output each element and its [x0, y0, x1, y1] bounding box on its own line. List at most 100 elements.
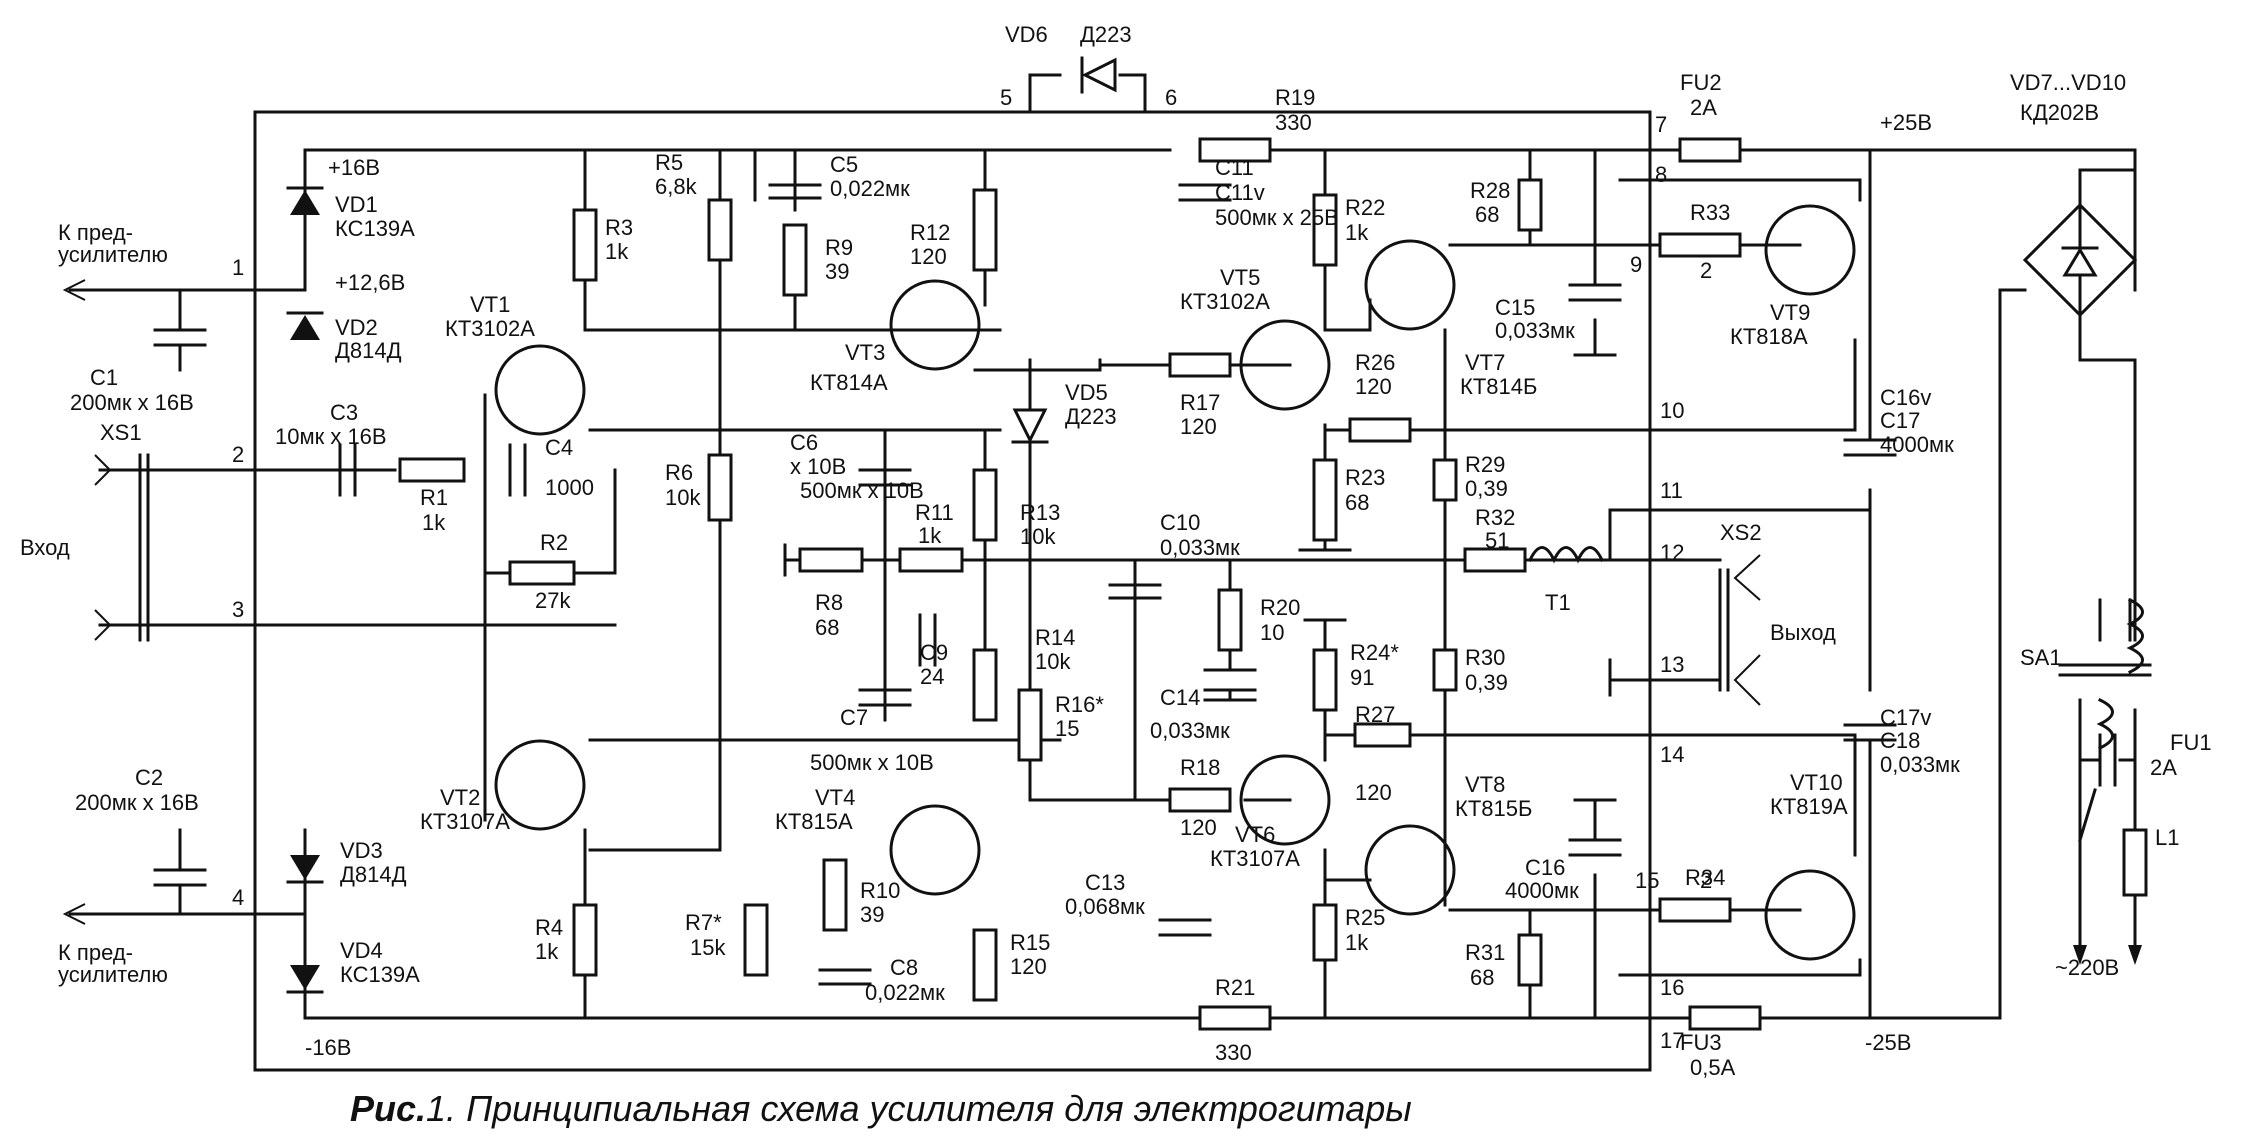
diagram-label: R33: [1690, 200, 1730, 225]
diagram-label: R32: [1475, 505, 1515, 530]
diagram-label: R27: [1355, 702, 1395, 727]
diagram-label: 4000мк: [1505, 878, 1579, 903]
diagram-label: R20: [1260, 595, 1300, 620]
diagram-label: 330: [1215, 1040, 1252, 1065]
resistor-r27: [1353, 722, 1412, 748]
diagram-label: VT6: [1235, 822, 1275, 847]
diagram-label: 1k: [1345, 930, 1369, 955]
diagram-label: 91: [1350, 665, 1374, 690]
diagram-label: КТ815А: [775, 809, 853, 834]
diagram-label: VD1: [335, 192, 378, 217]
diagram-label: VD3: [340, 838, 383, 863]
fuse-fu1: [1678, 137, 1742, 163]
diagram-label: R19: [1275, 85, 1315, 110]
diagram-label: 4000мк: [1880, 432, 1954, 457]
diagram-label: R18: [1180, 755, 1220, 780]
diagram-label: R34: [1685, 865, 1725, 890]
diagram-label: 500мк х 10В: [800, 478, 924, 503]
resistor-r11: [898, 547, 964, 573]
diagram-label: 1k: [422, 510, 446, 535]
diagram-label: КТ819А: [1770, 794, 1848, 819]
diagram-label: КТ3102А: [1180, 289, 1270, 314]
diagram-label: VT2: [440, 785, 480, 810]
diagram-label: VD4: [340, 938, 383, 963]
diagram-label: XS1: [100, 420, 142, 445]
board-outline: [253, 110, 1652, 1072]
resistor-r12: [972, 188, 998, 272]
resistor-r34: [1658, 897, 1732, 923]
resistor-r32: [1463, 547, 1527, 573]
diagram-label: R31: [1465, 940, 1505, 965]
diagram-label: VD6: [1005, 22, 1048, 47]
diagram-label: R30: [1465, 645, 1505, 670]
diagram-label: 15: [1635, 868, 1659, 893]
diagram-label: R24*: [1350, 640, 1399, 665]
diagram-label: 0,022мк: [865, 980, 945, 1005]
diagram-label: 1: [232, 255, 244, 280]
diagram-label: 15k: [690, 935, 726, 960]
diagram-label: х 10В: [790, 454, 846, 479]
diagram-label: КС139А: [335, 216, 415, 241]
resistor-r10: [822, 858, 848, 932]
diagram-label: 68: [815, 615, 839, 640]
diagram-label: +25В: [1880, 110, 1932, 135]
diagram-label: 8: [1655, 162, 1667, 187]
resistor-r13: [972, 468, 998, 542]
diagram-label: КТ814А: [810, 370, 888, 395]
transistors: [494, 204, 1856, 961]
diagram-label: 0,033мк: [1495, 318, 1575, 343]
diagram-label: 12: [1660, 540, 1684, 565]
diagram-label: 11: [1660, 478, 1683, 503]
diagram-label: 68: [1345, 490, 1369, 515]
diagram-label: 27k: [535, 588, 571, 613]
diagram-label: C15: [1495, 295, 1535, 320]
diagram-label: C4: [545, 435, 573, 460]
diagram-label: 10k: [1035, 649, 1071, 674]
diagram-label: 120: [1180, 414, 1217, 439]
diagram-label: 1k: [535, 939, 559, 964]
diagram-label: R11: [915, 500, 954, 525]
diagram-label: C3: [330, 400, 358, 425]
diagram-label: R12: [910, 220, 950, 245]
resistors: [398, 137, 1742, 1031]
diagram-label: 7: [1655, 112, 1667, 137]
diagram-label: 2А: [1690, 95, 1717, 120]
diagram-label: КС139А: [340, 962, 420, 987]
diagram-label: VT3: [845, 340, 885, 365]
diagram-label: 16: [1660, 975, 1684, 1000]
diagram-label: C14: [1160, 685, 1200, 710]
diagram-label: VT1: [470, 292, 510, 317]
diagram-label: 13: [1660, 652, 1684, 677]
diagram-label: C5: [830, 152, 858, 177]
diagram-label: КД202В: [2020, 100, 2099, 125]
caption-text: Принципиальная схема усилителя для элект…: [466, 1088, 1412, 1129]
diagram-label: КТ818А: [1730, 324, 1808, 349]
diagram-label: R28: [1470, 178, 1510, 203]
diagram-label: R23: [1345, 465, 1385, 490]
diagram-label: 2: [1700, 868, 1712, 893]
resistor-r7: [743, 903, 769, 977]
figure-caption: Рис.1. Принципиальная схема усилителя дл…: [350, 1088, 1412, 1130]
resistor-r9: [782, 223, 808, 297]
diagram-label: 3: [232, 597, 244, 622]
diagram-label: VT8: [1465, 772, 1505, 797]
diagram-label: 6,8k: [655, 174, 698, 199]
diagram-label: C10: [1160, 510, 1200, 535]
diagram-label: 6: [1165, 85, 1177, 110]
resistor-r18: [1168, 787, 1232, 813]
diagram-label: К пред-: [58, 940, 133, 965]
resistor-r15: [972, 928, 998, 1002]
diagram-label: 330: [1275, 110, 1312, 135]
diagram-label: 68: [1475, 202, 1499, 227]
caption-prefix: Рис.: [350, 1088, 427, 1129]
resistor-r3: [572, 208, 598, 282]
resistor-r30: [1432, 648, 1458, 692]
diagram-label: C17v: [1880, 705, 1931, 730]
resistor-r8: [798, 547, 864, 573]
diagram-label: КТ3102А: [445, 316, 535, 341]
diagram-label: C16: [1525, 855, 1565, 880]
diagram-label: R3: [605, 215, 633, 240]
diagram-label: ~220В: [2055, 955, 2119, 980]
diagram-label: 2: [232, 442, 244, 467]
